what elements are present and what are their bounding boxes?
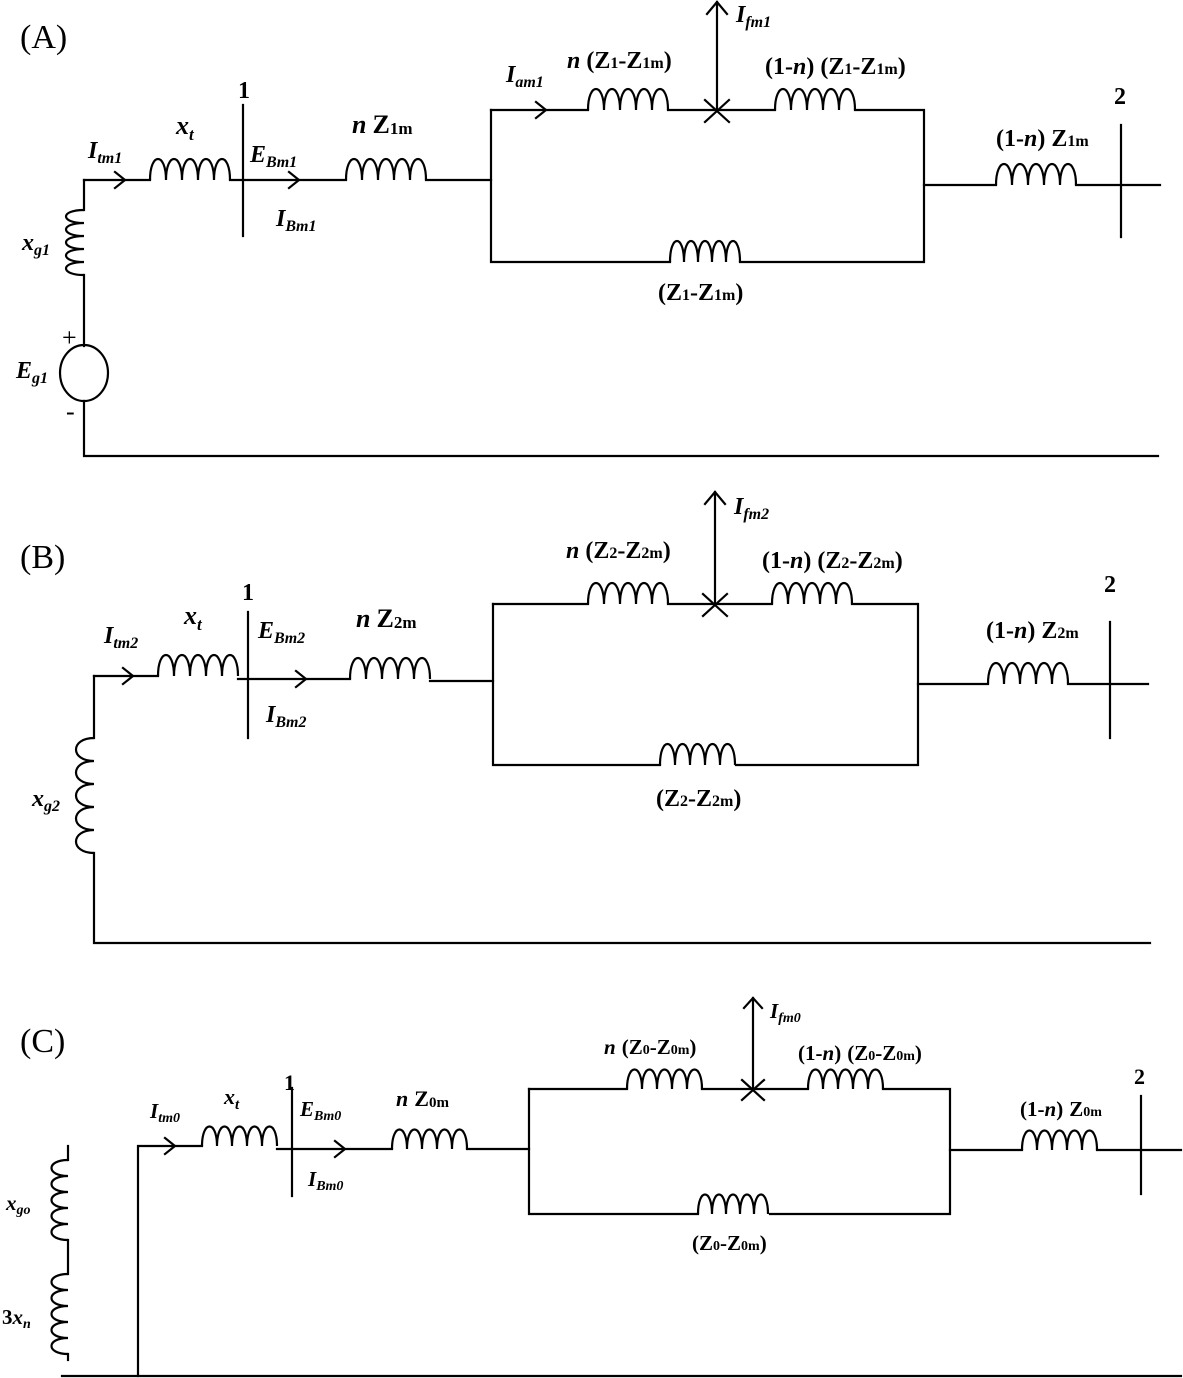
- ibm-label: IBm1: [275, 206, 316, 235]
- wire: [489, 108, 672, 264]
- upper-left-coil: [586, 88, 670, 111]
- current-itm-label: Itm1: [87, 138, 122, 167]
- gen-reactance-coil: [50, 1158, 69, 1242]
- transformer-coil: [200, 1125, 279, 1147]
- upper-left-label: n(Z0-Z0m): [604, 1035, 696, 1059]
- upper-right-label: (1-n)(Z1-Z1m): [765, 54, 906, 80]
- wire: [136, 1144, 204, 1378]
- fault-current-arrow: [703, 490, 727, 606]
- xn-label: 3xn: [2, 1305, 31, 1332]
- lower-coil: [658, 743, 737, 766]
- wire: [768, 1087, 952, 1216]
- xt-label: xt: [183, 601, 203, 634]
- transformer-coil: [148, 158, 232, 181]
- xg-label: xg1: [21, 230, 50, 259]
- bus-1-label: 1: [242, 580, 254, 606]
- transformer-coil: [156, 654, 240, 677]
- ifm-label: Ifm2: [733, 494, 769, 523]
- upper-right-coil: [773, 88, 857, 111]
- plus-sign: +: [62, 323, 77, 352]
- lower-label: (Z1-Z1m): [658, 280, 743, 306]
- upper-left-coil: [625, 1068, 704, 1090]
- ground-wire: [92, 851, 1152, 945]
- line-coil: [986, 662, 1070, 685]
- panel-b-label: (B): [20, 539, 65, 576]
- ebm-label: EBm2: [257, 618, 305, 647]
- line-coil: [348, 657, 432, 680]
- one-minus-n-z-label: (1-n)Z0m: [1020, 1097, 1102, 1121]
- lower-label: (Z2-Z2m): [656, 786, 741, 812]
- eg-label: Eg1: [15, 358, 48, 387]
- wire: [734, 602, 920, 767]
- wire: [527, 1087, 700, 1216]
- one-minus-n-z-label: (1-n)Z2m: [986, 618, 1079, 644]
- upper-right-coil: [806, 1068, 885, 1090]
- line-coil: [344, 158, 428, 181]
- line-coil: [994, 163, 1078, 186]
- lower-coil: [668, 240, 742, 263]
- one-minus-n-z-label: (1-n)Z1m: [996, 126, 1089, 152]
- fault-current-arrow: [742, 996, 764, 1092]
- current-itm-label: Itm0: [149, 1099, 180, 1126]
- lower-label: (Z0-Z0m): [692, 1231, 767, 1255]
- xg-label: xg2: [31, 786, 60, 815]
- panel-c: (C) 1 2 Itm0 xt EBm0 IBm0 n: [2, 996, 1183, 1378]
- ground-wire: [82, 399, 1160, 458]
- lower-coil: [696, 1193, 770, 1215]
- upper-left-label: n(Z2-Z2m): [566, 538, 671, 564]
- upper-right-label: (1-n)(Z2-Z2m): [762, 548, 903, 574]
- wire: [491, 602, 662, 767]
- line-coil: [390, 1128, 469, 1150]
- upper-right-coil: [770, 582, 854, 605]
- panel-a: (A) 1 2 Itm1 xt: [15, 0, 1162, 458]
- xt-label: xt: [175, 111, 195, 144]
- panel-a-label: (A): [20, 19, 67, 56]
- bus-2-label: 2: [1134, 1064, 1145, 1089]
- ebm-label: EBm0: [299, 1097, 341, 1124]
- fault-current-arrow: [705, 0, 729, 112]
- bus-2-label: 2: [1104, 572, 1116, 598]
- wire: [738, 108, 926, 264]
- gen-reactance-coil: [75, 736, 95, 855]
- upper-left-coil: [586, 582, 670, 605]
- bus-1-label: 1: [284, 1070, 295, 1095]
- ifm-label: Ifm1: [735, 2, 771, 31]
- gen-reactance-coil: [64, 208, 85, 277]
- ebm-label: EBm1: [249, 142, 297, 171]
- upper-left-label: n(Z1-Z1m): [567, 48, 672, 74]
- minus-sign: -: [66, 397, 75, 426]
- ibm-label: IBm0: [307, 1167, 343, 1194]
- ifm-label: Ifm0: [769, 999, 801, 1026]
- voltage-source: [58, 343, 110, 403]
- neutral-reactance-coil: [50, 1272, 69, 1356]
- xt-label: xt: [223, 1084, 240, 1113]
- bus-2-label: 2: [1114, 84, 1126, 110]
- current-itm-label: Itm2: [103, 623, 138, 652]
- iam-label: Iam1: [505, 62, 544, 91]
- upper-right-label: (1-n)(Z0-Z0m): [798, 1041, 922, 1065]
- bus-1-label: 1: [238, 78, 250, 104]
- ibm-label: IBm2: [265, 702, 306, 731]
- xg-label: xgo: [5, 1191, 31, 1218]
- panel-c-label: (C): [20, 1023, 65, 1060]
- line-coil: [1020, 1129, 1099, 1151]
